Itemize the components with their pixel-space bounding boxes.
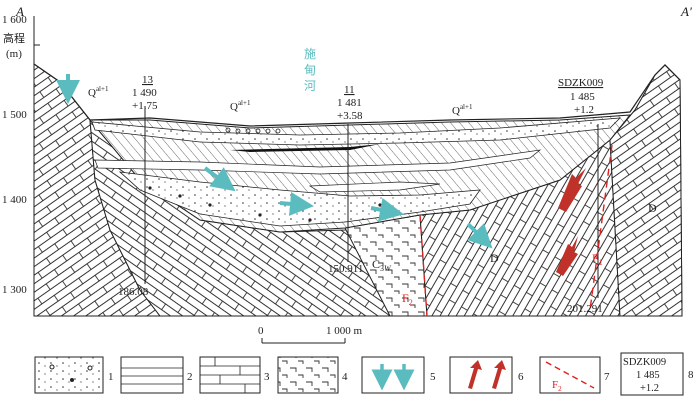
- borehole-sdzk009-depth: 201.291: [567, 303, 603, 315]
- scale-end: 1 000 m: [326, 325, 363, 337]
- legend-item-7: F2 7: [539, 356, 610, 394]
- borehole-11: 11 1 481 +3.58 150.911: [328, 84, 363, 275]
- borehole-sdzk009: SDZK009 1 485 +1.2 201.291: [558, 77, 604, 315]
- q-label-2: Q: [230, 101, 238, 113]
- quaternary-labels: Qal+1 Qal+1 Qal+1: [88, 85, 473, 117]
- y-tick-1600: 1 600: [2, 14, 27, 26]
- borehole-11-id: 11: [344, 84, 355, 96]
- svg-text:4: 4: [342, 371, 348, 383]
- q-label-1: Q: [88, 87, 96, 99]
- svg-text:SDZK009: SDZK009: [623, 357, 666, 368]
- thermal-upflow-arrows: [556, 168, 586, 276]
- y-tick-1500: 1 500: [2, 109, 27, 121]
- borehole-11-water: +3.58: [337, 110, 363, 122]
- svg-text:7: 7: [604, 371, 610, 383]
- svg-text:Qal+1: Qal+1: [452, 103, 473, 117]
- q-label-3: Q: [452, 105, 460, 117]
- fault-f1: F1: [589, 144, 613, 311]
- borehole-13-elevation: 1 490: [132, 87, 157, 99]
- formation-c3w: C3W: [372, 257, 392, 273]
- borehole-13: 13 1 490 +1.75 186.08: [118, 74, 158, 298]
- svg-text:F2: F2: [552, 379, 562, 393]
- elevation-axis: A 1 600 高程 (m) 1 500 1 400 1 300: [2, 4, 40, 316]
- y-axis-unit: (m): [6, 48, 22, 60]
- svg-text:5: 5: [430, 371, 436, 383]
- q-sup-2: al+1: [238, 99, 251, 107]
- scale-bar: 0 1 000 m: [258, 325, 363, 344]
- svg-text:+1.2: +1.2: [640, 383, 659, 394]
- y-tick-1400: 1 400: [2, 194, 27, 206]
- formation-d-right: D: [648, 201, 657, 215]
- legend: 1 2 3 4 5 6 F: [34, 352, 694, 396]
- svg-text:6: 6: [518, 371, 524, 383]
- ground-surface: [33, 63, 681, 127]
- svg-text:1: 1: [108, 371, 114, 383]
- borehole-13-id: 13: [142, 74, 154, 86]
- svg-text:3: 3: [264, 371, 270, 383]
- formation-d-center: D: [490, 251, 499, 265]
- svg-text:2: 2: [187, 371, 193, 383]
- svg-text:Qal+1: Qal+1: [230, 99, 251, 113]
- svg-text:Qal+1: Qal+1: [88, 85, 109, 99]
- borehole-13-water: +1.75: [132, 100, 158, 112]
- y-tick-1300: 1 300: [2, 284, 27, 296]
- borehole-sdzk009-water: +1.2: [574, 104, 594, 116]
- legend-item-2: 2: [120, 356, 193, 394]
- legend-item-8: SDZK009 1 485 +1.2 8: [620, 352, 694, 396]
- svg-text:F1: F1: [592, 251, 603, 267]
- y-axis-label: 高程: [3, 31, 25, 45]
- svg-text:8: 8: [688, 369, 694, 381]
- legend-item-3: 3: [199, 356, 270, 394]
- q-sup-1: al+1: [96, 85, 109, 93]
- svg-text:1 485: 1 485: [636, 370, 660, 381]
- svg-text:施: 施: [304, 47, 316, 61]
- groundwater-flow-arrows: [56, 74, 493, 249]
- borehole-sdzk009-id: SDZK009: [558, 77, 604, 89]
- fault-f2: F2: [402, 214, 428, 317]
- svg-text:F2: F2: [402, 291, 413, 307]
- legend-item-4: 4: [277, 356, 348, 394]
- svg-text:河: 河: [304, 79, 316, 93]
- svg-text:甸: 甸: [304, 63, 316, 77]
- river-label: 施 甸 河: [304, 47, 316, 93]
- borehole-11-elevation: 1 481: [337, 97, 362, 109]
- legend-item-1: 1: [34, 356, 114, 394]
- q-sup-3: al+1: [460, 103, 473, 111]
- scale-start: 0: [258, 325, 264, 337]
- section-end-left: A: [15, 4, 24, 19]
- section-end-right: A': [680, 4, 692, 19]
- borehole-13-depth: 186.08: [118, 286, 149, 298]
- legend-item-6: 6: [449, 356, 524, 394]
- legend-item-5: 5: [361, 356, 436, 394]
- borehole-11-depth: 150.911: [328, 263, 363, 275]
- borehole-sdzk009-elevation: 1 485: [570, 91, 595, 103]
